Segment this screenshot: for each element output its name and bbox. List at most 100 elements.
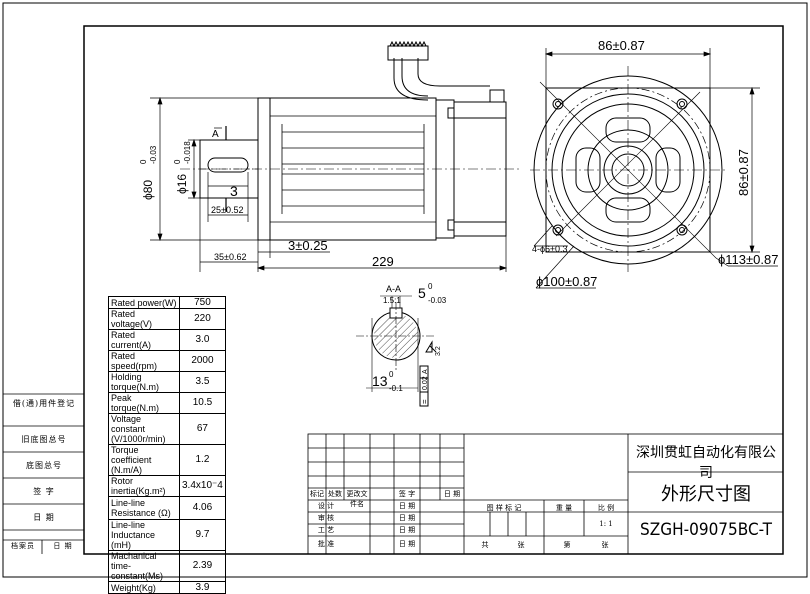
role-process: 工 艺 [317, 526, 335, 534]
dim-d13-lower: -0.1 [389, 384, 403, 393]
engineering-drawing: ϕ80 0 -0.03 ϕ16 0 -0.018 3 25±0.52 35±0.… [2, 2, 808, 578]
spec-value: 2.39 [179, 550, 226, 582]
section-title: A-A [386, 284, 401, 294]
tolerance-datum: A [422, 369, 429, 374]
spec-label: Weight(Kg) [108, 581, 180, 594]
motor-front-view [530, 66, 728, 272]
side-label-sign: 签 字 [33, 487, 55, 496]
date-label-4: 日 期 [398, 540, 416, 548]
rev-header-date: 日 期 [443, 490, 461, 498]
sheets-total-label: 共 [481, 541, 489, 549]
model-number: SZGH-09075BC-T [640, 520, 772, 540]
date-label-1: 日 期 [398, 502, 416, 510]
spec-row: Torque coefficient (N.m/A)1.2 [108, 444, 226, 476]
spec-label: Torque coefficient (N.m/A) [108, 444, 180, 476]
spec-label: Peak torque(N.m) [108, 392, 180, 414]
spec-row: Machanical time-constant(Ms)2.39 [108, 550, 226, 582]
rev-header-count: 处数 [328, 490, 342, 498]
spec-row: Rated voltage(V)220 [108, 308, 226, 330]
spec-label: Rated speed(rpm) [108, 350, 180, 372]
spec-value: 750 [179, 296, 226, 309]
spec-value: 1.2 [179, 444, 226, 476]
side-label-date: 日 期 [33, 513, 55, 522]
spec-row: Line-line Resistance (Ω)4.06 [108, 496, 226, 520]
spec-row: Holding torque(N.m)3.5 [108, 371, 226, 393]
spec-label: Rated current(A) [108, 329, 180, 351]
section-a-a [356, 295, 437, 407]
spec-value: 220 [179, 308, 226, 330]
dim-d13-upper: 0 [389, 370, 394, 379]
tolerance-symbol: = [420, 399, 429, 404]
mounting-holes [552, 98, 688, 236]
dim-key5-lower: -0.03 [428, 296, 447, 305]
dim-d16-upper: 0 [173, 159, 182, 164]
spec-label: Line-line Resistance (Ω) [108, 496, 180, 520]
motor-side-view [180, 40, 520, 241]
section-marker-label: A [212, 129, 219, 140]
side-view-dimensions [150, 96, 508, 272]
outer-frame [2, 2, 808, 578]
sheets-total-unit: 张 [517, 541, 525, 549]
spec-row: Rated power(W)750 [108, 296, 226, 309]
dim-d80-upper: 0 [139, 159, 148, 164]
spec-value: 67 [179, 413, 226, 445]
spec-label: Line-line Inductance (mH) [108, 519, 180, 551]
side-label-reuse: 借(通)用件登记 [12, 399, 76, 408]
spec-label: Machanical time-constant(Ms) [108, 550, 180, 582]
weight-label: 重 量 [555, 504, 573, 512]
spec-value: 10.5 [179, 392, 226, 414]
company-name: 深圳贯虹自动化有限公司 [636, 445, 776, 481]
dim-key5: 5 [418, 285, 426, 301]
tolerance-value: 0.02 [422, 376, 429, 390]
side-column-grid [3, 393, 84, 554]
role-review: 审 核 [317, 514, 335, 522]
sheet-no-unit: 张 [601, 541, 609, 549]
side-footer-date: 日 期 [53, 542, 73, 550]
dim-square-right: 86±0.87 [736, 149, 751, 196]
spec-value: 3.0 [179, 329, 226, 351]
dim-holes: 4-ϕ6±0.3 [532, 244, 568, 254]
title-block-grid [307, 433, 784, 555]
front-view-dimensions [533, 48, 778, 289]
section-scale: 1.5:1 [383, 296, 401, 305]
rev-header-sign: 签 字 [398, 490, 416, 498]
dim-pcd: ϕ100±0.87 [536, 274, 597, 289]
scale-value: 1: 1 [599, 520, 613, 528]
rev-header-mark: 标记 [310, 490, 324, 498]
spec-label: Voltage constant (V/1000r/min) [108, 413, 180, 445]
spec-row: Rated current(A)3.0 [108, 329, 226, 351]
spec-value: 3.4x10⁻4 [179, 475, 226, 497]
dim-d80: ϕ80 [141, 180, 155, 200]
spec-row: Line-line Inductance (mH)9.7 [108, 519, 226, 551]
roughness-value: 3.2 [435, 346, 442, 356]
spec-label: Rotor inertia(Kg.m²) [108, 475, 180, 497]
spec-value: 3.9 [179, 581, 226, 594]
dim-key5-upper: 0 [428, 282, 433, 291]
dim-d16-lower: -0.018 [183, 141, 192, 164]
dim-flange: 3±0.25 [288, 238, 328, 253]
dim-d80-lower: -0.03 [149, 145, 158, 164]
rev-header-file: 更改文件名 [346, 490, 368, 508]
drawing-title: 外形尺寸图 [661, 484, 751, 505]
role-approve: 批 准 [317, 540, 335, 548]
date-label-3: 日 期 [398, 526, 416, 534]
spec-value: 9.7 [179, 519, 226, 551]
spec-label: Rated voltage(V) [108, 308, 180, 330]
spec-label: Holding torque(N.m) [108, 371, 180, 393]
spec-row: Voltage constant (V/1000r/min)67 [108, 413, 226, 445]
scale-label: 比 例 [597, 504, 615, 512]
dim-key-length: 25±0.52 [211, 205, 243, 215]
spec-label: Rated power(W) [108, 296, 180, 309]
side-label-base: 底图总号 [26, 461, 62, 470]
dim-square-top: 86±0.87 [598, 38, 645, 53]
spec-row: Rated speed(rpm)2000 [108, 350, 226, 372]
sheet-no-label: 第 [563, 541, 571, 549]
dim-d13: 13 [372, 373, 388, 389]
side-footer-archivist: 档案员 [11, 542, 35, 550]
role-design: 设 计 [317, 502, 335, 510]
spec-row: Rotor inertia(Kg.m²)3.4x10⁻4 [108, 475, 226, 497]
dim-shaft-length: 35±0.62 [214, 252, 246, 262]
spec-value: 4.06 [179, 496, 226, 520]
dim-key-width: 3 [230, 183, 238, 199]
